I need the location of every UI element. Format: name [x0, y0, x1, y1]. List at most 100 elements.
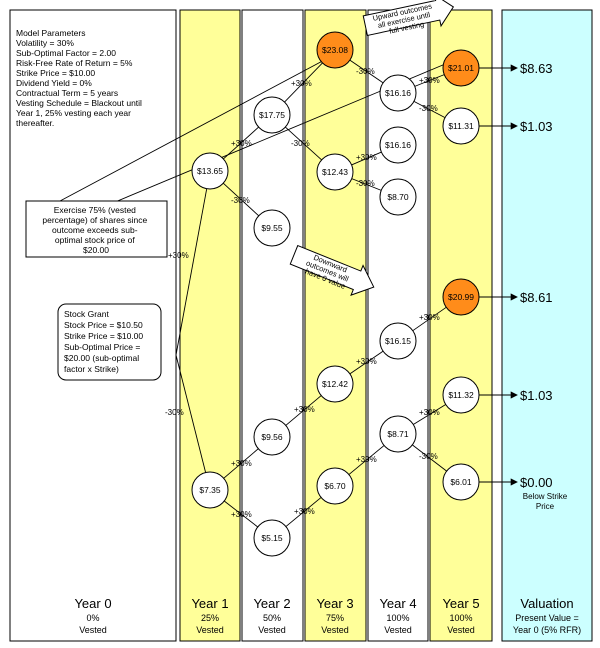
node-value: $16.16 — [385, 140, 411, 150]
output-value: $1.03 — [520, 119, 553, 134]
node-circle — [253, 209, 291, 247]
node-value: $20.99 — [448, 292, 474, 302]
edge-label-y2a_up: +30% — [291, 79, 312, 88]
svg-text:Exercise 75% (vested per: Exercise 75% (vested percentage) of shar… — [42, 205, 149, 255]
year-2-pct: 50% — [263, 613, 281, 623]
year-1-label: Year 1 — [191, 596, 228, 611]
output-value: $0.00 — [520, 475, 553, 490]
year-0-label: Year 0 — [74, 596, 111, 611]
lattice-node-y4e: $8.71 — [379, 415, 417, 453]
edge-y3d-y4e — [348, 445, 385, 475]
node-value: $11.31 — [448, 121, 474, 131]
lattice-node-y3d: $6.70 — [316, 467, 354, 505]
edge-y1u-y2a — [223, 126, 259, 160]
edge-y4a-y5b — [413, 100, 446, 119]
lattice-nodes: $13.65$7.35$17.75$9.55$9.56$5.15$23.08$1… — [191, 31, 480, 557]
svg-text:Stock Grant Stock Price: Stock Grant Stock Price = $10.50 Strike … — [64, 309, 146, 374]
year-1-pct: 25% — [201, 613, 219, 623]
node-circle — [253, 96, 291, 134]
edge-y2d-y3d — [285, 497, 322, 527]
output-value: $8.61 — [520, 290, 553, 305]
year-5-label: Year 5 — [442, 596, 479, 611]
lattice-node-y2c: $9.56 — [253, 418, 291, 456]
edge-label-y3b_down: -30% — [356, 179, 375, 188]
node-circle — [379, 415, 417, 453]
node-value: $5.15 — [261, 533, 283, 543]
node-value: $8.71 — [387, 429, 409, 439]
year-5-vested: Vested — [447, 625, 475, 635]
edge-y4e-y5d — [413, 404, 446, 425]
lattice-edges: +30% -30% +30% -30% +30% +30% +30% -30% +30% +30%… — [165, 59, 447, 528]
node-value: $6.70 — [324, 481, 346, 491]
node-value: $11.32 — [448, 390, 474, 400]
edge-label-y4e_down: -30% — [419, 452, 438, 461]
edge-label-y2a_down: -30% — [291, 139, 310, 148]
model-parameters: Model Parameters Volatility = 30% Sub-Op… — [16, 28, 144, 128]
lattice-node-y4b: $16.16 — [379, 126, 417, 164]
edge-label-y2c_up: +30% — [294, 405, 315, 414]
edge-y3a-y4a — [349, 59, 384, 84]
edge-y4e-y5e — [412, 444, 447, 472]
output-value: $1.03 — [520, 388, 553, 403]
node-value: $8.70 — [387, 192, 409, 202]
lattice-node-y1d: $7.35 — [191, 471, 229, 509]
node-circle — [191, 152, 229, 190]
lattice-node-y3c: $12.42 — [316, 365, 354, 403]
node-value: $12.43 — [322, 167, 348, 177]
edge-label-y4a_down: -30% — [419, 104, 438, 113]
lattice-node-y2d: $5.15 — [253, 519, 291, 557]
output-value: $8.63 — [520, 61, 553, 76]
node-circle — [316, 31, 354, 69]
edge-y1d-y2d — [223, 500, 259, 528]
year-2-label: Year 2 — [253, 596, 290, 611]
edge-y3c-y4d — [349, 350, 384, 375]
upward-outcomes-arrow: Upward outcomes all exercise until full … — [362, 0, 455, 37]
node-value: $9.56 — [261, 432, 283, 442]
edge-y4a-y5a — [414, 74, 445, 87]
lattice-node-y4c: $8.70 — [379, 178, 417, 216]
node-circle — [253, 418, 291, 456]
lattice-node-y2b: $9.55 — [253, 209, 291, 247]
year-2-vested: Vested — [258, 625, 286, 635]
year-0-pct: 0% — [86, 613, 99, 623]
year-1-vested: Vested — [196, 625, 224, 635]
edge-label-y1d_down: +30% — [231, 510, 252, 519]
year-3-pct: 75% — [326, 613, 344, 623]
node-circle — [379, 126, 417, 164]
node-value: $12.42 — [322, 379, 348, 389]
node-circle — [379, 178, 417, 216]
column-year-1: Year 1 25% Vested — [179, 9, 241, 642]
edge-y4d-y5c — [412, 306, 447, 332]
year-3-vested: Vested — [321, 625, 349, 635]
node-value: $21.01 — [448, 63, 474, 73]
valuation-line-2: Year 0 (5% RFR) — [513, 625, 581, 635]
column-valuation: Valuation Present Value = Year 0 (5% RFR… — [501, 9, 593, 642]
edge-y3b-y4c — [351, 178, 382, 191]
node-value: $23.08 — [322, 45, 348, 55]
edge-label-y3c_up: +30% — [356, 357, 377, 366]
edge-label-y3d_up: +30% — [356, 455, 377, 464]
node-value: $7.35 — [199, 485, 221, 495]
edge-label-y4e_up: +30% — [419, 408, 440, 417]
lattice-node-y5e: $6.01 — [442, 463, 480, 501]
callout-line-upper — [59, 56, 331, 202]
edge-y2a-y3b — [285, 126, 322, 161]
year-4-pct: 100% — [386, 613, 409, 623]
node-circle — [316, 153, 354, 191]
exercise-callout: Exercise 75% (vested percentage) of shar… — [25, 56, 451, 258]
edge-label-y3a_down: -30% — [356, 67, 375, 76]
lattice-node-y3a: $23.08 — [316, 31, 354, 69]
edge-root-y1u — [175, 188, 208, 356]
node-value: $6.01 — [450, 477, 472, 487]
edge-label-y2d_up: +30% — [294, 507, 315, 516]
edge-y2c-y3c — [285, 395, 322, 426]
edge-root-y1d — [175, 354, 207, 473]
node-value: $17.75 — [259, 110, 285, 120]
lattice-node-y4a: $16.16 — [379, 74, 417, 112]
node-value: $16.15 — [385, 336, 411, 346]
lattice-node-y5b: $11.31 — [442, 107, 480, 145]
year-4-vested: Vested — [384, 625, 412, 635]
node-circle — [379, 322, 417, 360]
